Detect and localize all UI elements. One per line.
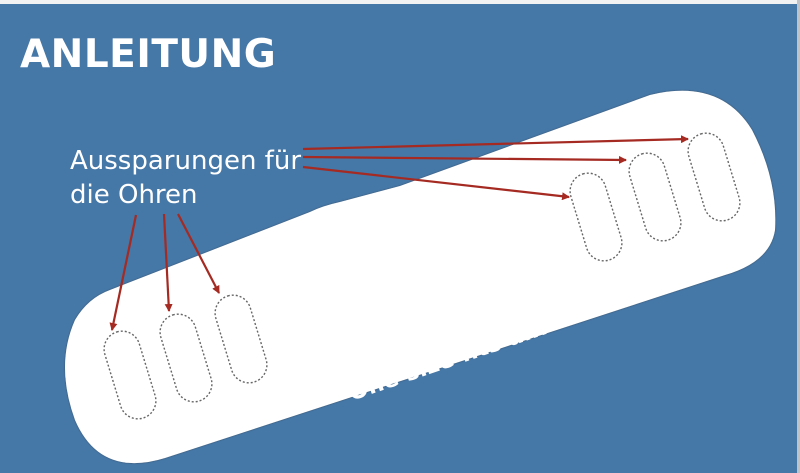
ear-slots-label: Aussparungen für die Ohren (70, 144, 301, 212)
arrow (302, 165, 570, 201)
arrow (302, 155, 627, 164)
ear-slot (628, 152, 682, 242)
slide: ANLEITUNG Aussparungen für die Ohren One… (0, 4, 797, 473)
ear-slot (214, 294, 268, 384)
window-edge (797, 0, 800, 473)
ear-slot (687, 132, 741, 222)
ear-slot (159, 313, 213, 403)
arrow (162, 213, 173, 312)
arrow (302, 135, 689, 151)
label-line-2: die Ohren (70, 180, 198, 210)
strap-shape (65, 90, 776, 464)
arrow (177, 213, 220, 294)
ear-slot (103, 330, 157, 420)
label-line-1: Aussparungen für (70, 146, 302, 176)
ear-slot (569, 172, 623, 262)
strap-diagram (65, 90, 776, 464)
slide-title: ANLEITUNG (20, 32, 277, 77)
arrow (109, 214, 138, 331)
